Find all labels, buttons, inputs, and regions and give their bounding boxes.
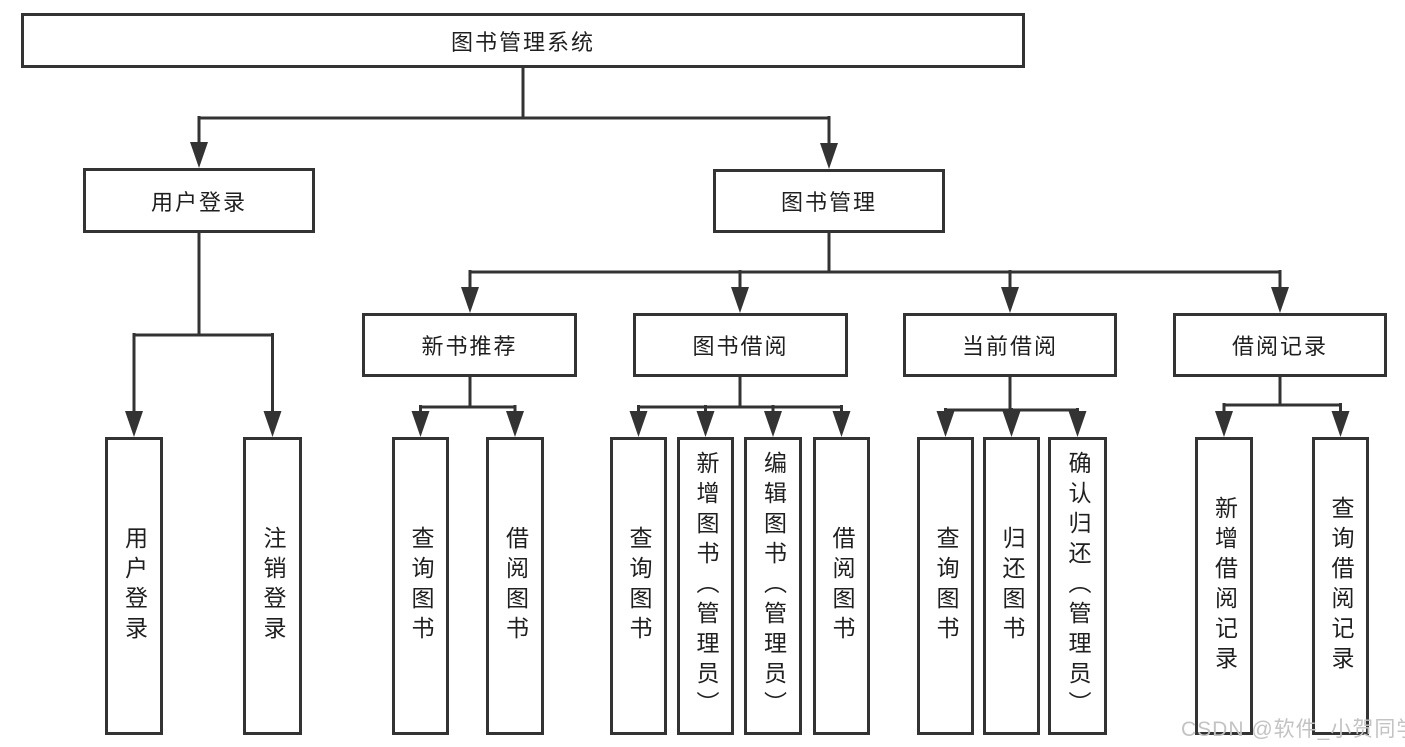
node-label: 确认归还（管理员）	[1065, 451, 1091, 721]
leaf-return-book: 归还图书	[983, 437, 1040, 735]
node-label: 用户登录	[150, 189, 247, 215]
node-label: 图书管理系统	[450, 29, 595, 55]
node-label: 借阅记录	[1231, 334, 1328, 359]
node-label: 图书管理	[780, 190, 877, 215]
leaf-borrow-books-2: 借阅图书	[813, 437, 870, 735]
leaf-query-books-2: 查询图书	[610, 437, 667, 735]
leaf-add-book-admin: 新增图书（管理员）	[677, 437, 734, 735]
leaf-query-books-3: 查询图书	[917, 437, 974, 735]
node-label: 查询图书	[933, 526, 959, 646]
leaf-edit-book-admin: 编辑图书（管理员）	[744, 437, 802, 735]
node-book-borrow: 图书借阅	[633, 313, 848, 377]
node-book-management: 图书管理	[713, 169, 945, 233]
node-label: 新书推荐	[421, 334, 518, 359]
node-label: 注销登录	[260, 526, 286, 646]
node-label: 新增图书（管理员）	[693, 451, 719, 721]
arrowhead-icons	[125, 142, 1350, 437]
node-label: 借阅图书	[829, 526, 855, 646]
node-label: 新增借阅记录	[1211, 496, 1238, 676]
node-user-login: 用户登录	[83, 168, 315, 233]
leaf-borrow-books-1: 借阅图书	[486, 437, 544, 735]
leaf-add-borrow-record: 新增借阅记录	[1195, 437, 1253, 735]
node-label: 查询借阅记录	[1328, 496, 1354, 676]
leaf-query-borrow-record: 查询借阅记录	[1312, 437, 1369, 735]
node-label: 查询图书	[626, 526, 652, 646]
leaf-logout: 注销登录	[243, 437, 302, 735]
node-label: 用户登录	[121, 526, 148, 646]
leaf-query-books-1: 查询图书	[392, 437, 449, 735]
node-current-borrow: 当前借阅	[903, 313, 1117, 377]
csdn-watermark: CSDN @软件_小贺同学	[1181, 718, 1405, 741]
leaf-confirm-return-admin: 确认归还（管理员）	[1048, 437, 1107, 735]
leaf-user-login: 用户登录	[105, 437, 163, 735]
node-new-book-recommend: 新书推荐	[362, 313, 577, 377]
node-label: 图书借阅	[692, 334, 789, 359]
node-library-management-system: 图书管理系统	[21, 13, 1025, 68]
node-label: 归还图书	[999, 526, 1025, 646]
node-label: 当前借阅	[961, 334, 1058, 359]
node-label: 借阅图书	[502, 526, 529, 646]
node-label: 编辑图书（管理员）	[760, 451, 787, 721]
node-borrow-records: 借阅记录	[1173, 313, 1387, 377]
node-label: 查询图书	[408, 526, 434, 646]
